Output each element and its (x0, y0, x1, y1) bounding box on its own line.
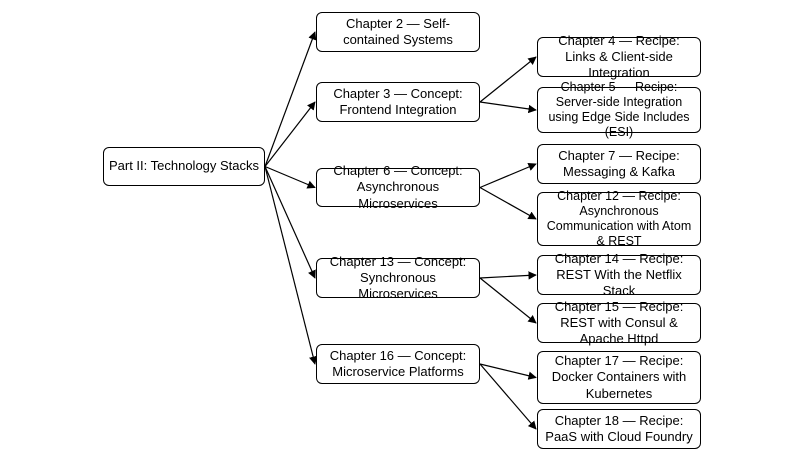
node-chapter-13: Chapter 13 — Concept: Synchronous Micros… (316, 254, 480, 301)
arrow-ch13-to-ch15 (479, 277, 537, 324)
node-label: Chapter 14 — Recipe: REST With the Netfl… (554, 250, 684, 299)
node-chapter-12: Chapter 12 — Recipe: Asynchronous Commun… (537, 189, 701, 248)
node-label: Chapter 5 — Recipe: Server-side Integrat… (548, 80, 690, 139)
arrow-ch16-to-ch17 (479, 363, 537, 380)
arrow-root-to-ch3 (264, 101, 316, 167)
node-chapter-16: Chapter 16 — Concept: Microservice Platf… (316, 344, 480, 384)
arrow-root-to-ch2 (264, 31, 317, 167)
node-label: Chapter 4 — Recipe: Links & Client-side … (558, 32, 680, 81)
node-label: Chapter 15 — Recipe: REST with Consul & … (554, 298, 684, 347)
arrow-root-to-ch16 (264, 166, 318, 365)
edges-layer (264, 31, 537, 430)
arrow-ch6-to-ch7 (479, 163, 537, 189)
node-label: Chapter 3 — Concept: Frontend Integratio… (333, 85, 463, 117)
arrow-ch6-to-ch12 (479, 186, 537, 220)
node-label: Chapter 17 — Recipe: Docker Containers w… (551, 353, 687, 401)
node-chapter-18: Chapter 18 — Recipe: PaaS with Cloud Fou… (537, 409, 701, 449)
node-chapter-14: Chapter 14 — Recipe: REST With the Netfl… (537, 251, 701, 298)
node-label: Part II: Technology Stacks (108, 158, 260, 174)
arrow-ch3-to-ch4 (479, 56, 537, 103)
node-label: Chapter 6 — Concept: Asynchronous Micros… (333, 163, 463, 211)
node-part-ii-technology-stacks: Part II: Technology Stacks (103, 147, 265, 186)
node-label: Chapter 7 — Recipe: Messaging & Kafka (558, 147, 680, 179)
node-chapter-3: Chapter 3 — Concept: Frontend Integratio… (316, 82, 480, 122)
arrow-root-to-ch13 (264, 166, 316, 279)
arrow-root-to-ch6 (264, 165, 316, 189)
arrow-ch3-to-ch5 (479, 101, 537, 114)
node-chapter-4: Chapter 4 — Recipe: Links & Client-side … (537, 33, 701, 80)
node-label: Chapter 18 — Recipe: PaaS with Cloud Fou… (545, 412, 693, 444)
node-label: Chapter 12 — Recipe: Asynchronous Commun… (546, 189, 692, 248)
node-chapter-7: Chapter 7 — Recipe: Messaging & Kafka (537, 144, 701, 184)
node-chapter-6: Chapter 6 — Concept: Asynchronous Micros… (316, 163, 480, 211)
node-chapter-5: Chapter 5 — Recipe: Server-side Integrat… (537, 80, 701, 139)
arrow-ch16-to-ch18 (479, 363, 537, 430)
node-chapter-15: Chapter 15 — Recipe: REST with Consul & … (537, 299, 701, 346)
node-label: Chapter 2 — Self-contained Systems (343, 15, 453, 47)
arrow-ch13-to-ch14 (479, 271, 537, 280)
node-label: Chapter 16 — Concept: Microservice Platf… (329, 347, 467, 379)
node-chapter-2: Chapter 2 — Self-contained Systems (316, 12, 480, 52)
node-label: Chapter 13 — Concept: Synchronous Micros… (329, 253, 467, 302)
node-chapter-17: Chapter 17 — Recipe: Docker Containers w… (537, 351, 701, 404)
